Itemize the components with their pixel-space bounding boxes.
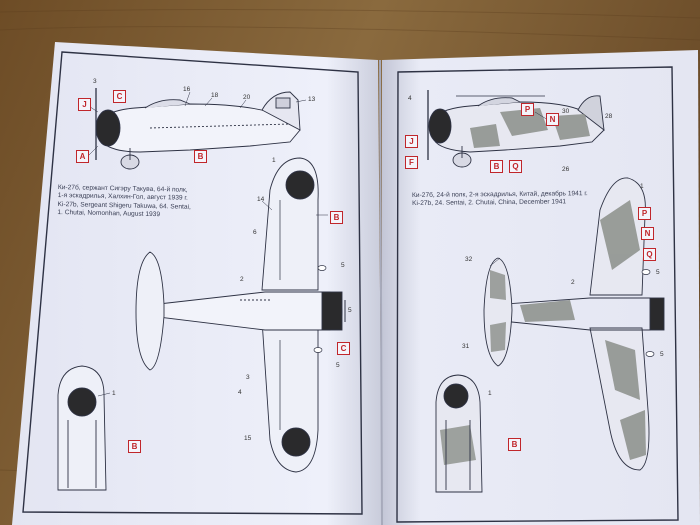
callout-number: 1 <box>272 157 276 164</box>
marker-letter: Q <box>509 160 522 173</box>
left-caption: Ки-27б, сержант Сигэру Такува, 64-й полк… <box>57 184 191 220</box>
callout-number: 26 <box>562 166 570 173</box>
callout-number: 1 <box>640 183 644 190</box>
callout-number: 1 <box>488 390 492 397</box>
callout-number: 5 <box>660 351 664 358</box>
right-side-view <box>427 90 605 168</box>
callout-number: 5 <box>341 262 345 269</box>
left-tail-view <box>57 365 107 491</box>
callout-number: 28 <box>605 113 613 120</box>
marker-letter: F <box>405 156 418 169</box>
callout-number: 5 <box>656 269 660 276</box>
marker-letter: P <box>638 207 651 220</box>
right-caption: Ки-27б, 24-й полк, 2-я эскадрилья, Китай… <box>412 190 588 209</box>
callout-number: 6 <box>253 229 257 236</box>
callout-number: 31 <box>462 343 470 350</box>
marker-letter: A <box>76 150 89 163</box>
marker-letter: J <box>405 135 418 148</box>
marker-letter: Q <box>643 248 656 261</box>
marker-letter: P <box>521 103 534 116</box>
callout-number: 13 <box>308 96 316 103</box>
callout-number: 20 <box>243 94 251 101</box>
callout-number: 1 <box>112 390 116 397</box>
callout-number: 16 <box>183 86 191 93</box>
marker-letter: B <box>490 160 503 173</box>
left-side-view <box>95 88 301 170</box>
marker-letter: C <box>113 90 126 103</box>
right-tail-view <box>435 374 483 493</box>
marker-letter: N <box>546 113 559 126</box>
callout-number: 14 <box>257 196 265 203</box>
right-top-view <box>483 177 665 471</box>
callout-number: 32 <box>465 256 473 263</box>
marker-letter: B <box>128 440 141 453</box>
marker-letter: C <box>337 342 350 355</box>
marker-letter: B <box>194 150 207 163</box>
marker-letter: J <box>78 98 91 111</box>
callout-number: 30 <box>562 108 570 115</box>
callout-number: 4 <box>408 95 412 102</box>
left-top-view <box>135 157 346 473</box>
callout-number: 3 <box>246 374 250 381</box>
callout-number: 4 <box>238 389 242 396</box>
marker-letter: B <box>330 211 343 224</box>
callout-number: 2 <box>240 276 244 283</box>
callout-number: 5 <box>336 362 340 369</box>
callout-number: 18 <box>211 92 219 99</box>
callout-number: 5 <box>348 307 352 314</box>
callout-number: 15 <box>244 435 252 442</box>
marker-letter: B <box>508 438 521 451</box>
marker-letter: N <box>641 227 654 240</box>
callout-number: 2 <box>571 279 575 286</box>
callout-number: 3 <box>93 78 97 85</box>
